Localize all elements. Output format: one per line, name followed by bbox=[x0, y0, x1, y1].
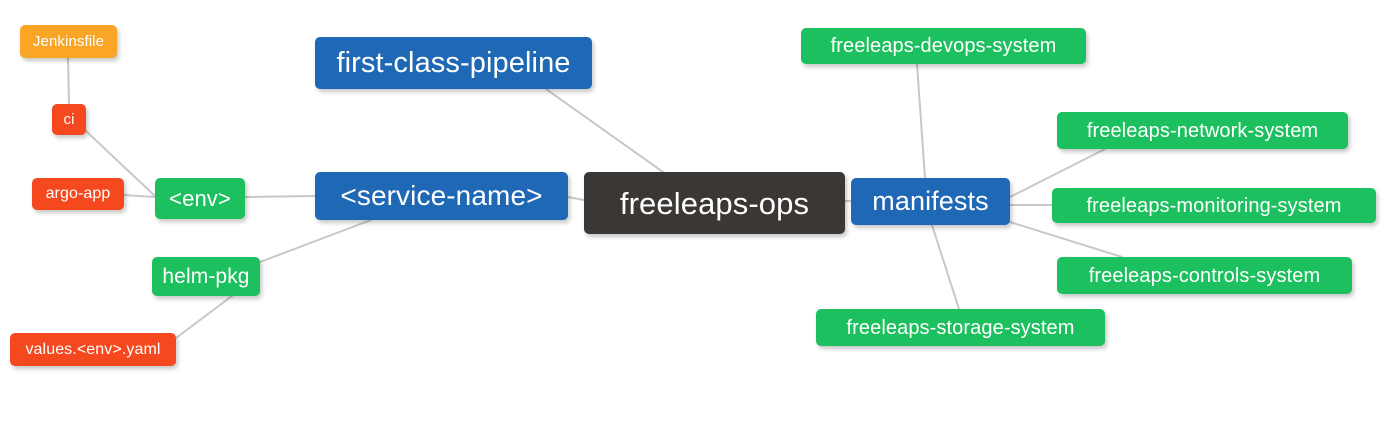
mindmap-node-freeleaps-network-system[interactable]: freeleaps-network-system bbox=[1057, 112, 1348, 149]
node-label: Jenkinsfile bbox=[32, 33, 105, 50]
node-label: freeleaps-monitoring-system bbox=[1086, 194, 1342, 217]
mindmap-node-argo-app[interactable]: argo-app bbox=[32, 178, 124, 210]
node-label: argo-app bbox=[45, 185, 111, 202]
mindmap-node-helm-pkg[interactable]: helm-pkg bbox=[152, 257, 260, 296]
edge-service-name-to-freeleaps-ops bbox=[567, 196, 585, 201]
edge-manifests-to-freeleaps-storage-system bbox=[931, 224, 960, 310]
mindmap-node-ci[interactable]: ci bbox=[52, 104, 86, 135]
mindmap-node-manifests[interactable]: manifests bbox=[851, 178, 1010, 225]
mindmap-node-freeleaps-ops[interactable]: freeleaps-ops bbox=[584, 172, 845, 234]
mindmap-node-values-yaml[interactable]: values.<env>.yaml bbox=[10, 333, 176, 366]
node-label: first-class-pipeline bbox=[336, 46, 571, 79]
edge-first-class-pipeline-to-freeleaps-ops bbox=[545, 88, 664, 173]
edge-helm-pkg-to-service-name bbox=[259, 219, 372, 263]
edge-jenkinsfile-to-ci bbox=[67, 57, 70, 105]
node-label: freeleaps-storage-system bbox=[846, 316, 1075, 339]
node-label: ci bbox=[63, 111, 75, 128]
node-label: <env> bbox=[169, 185, 231, 211]
edge-values-yaml-to-helm-pkg bbox=[175, 295, 233, 339]
edge-argo-app-to-env bbox=[123, 194, 156, 198]
node-label: freeleaps-devops-system bbox=[830, 35, 1057, 57]
mindmap-node-freeleaps-monitoring-system[interactable]: freeleaps-monitoring-system bbox=[1052, 188, 1376, 223]
node-label: freeleaps-network-system bbox=[1086, 119, 1319, 142]
node-label: freeleaps-ops bbox=[619, 185, 810, 221]
mindmap-node-freeleaps-storage-system[interactable]: freeleaps-storage-system bbox=[816, 309, 1105, 346]
edge-env-to-service-name bbox=[244, 195, 316, 198]
mindmap-node-freeleaps-controls-system[interactable]: freeleaps-controls-system bbox=[1057, 257, 1352, 294]
node-label: manifests bbox=[872, 186, 989, 216]
node-label: <service-name> bbox=[340, 180, 543, 211]
mindmap-node-first-class-pipeline[interactable]: first-class-pipeline bbox=[315, 37, 592, 89]
edge-manifests-to-freeleaps-devops-system bbox=[916, 63, 926, 179]
mindmap-node-service-name[interactable]: <service-name> bbox=[315, 172, 568, 220]
node-label: helm-pkg bbox=[162, 265, 250, 288]
node-label: values.<env>.yaml bbox=[25, 340, 161, 358]
mindmap-node-freeleaps-devops-system[interactable]: freeleaps-devops-system bbox=[801, 28, 1086, 64]
mindmap-node-jenkinsfile[interactable]: Jenkinsfile bbox=[20, 25, 117, 58]
node-label: freeleaps-controls-system bbox=[1088, 264, 1321, 287]
edge-manifests-to-freeleaps-controls-system bbox=[1009, 221, 1123, 258]
mindmap-node-env[interactable]: <env> bbox=[155, 178, 245, 219]
